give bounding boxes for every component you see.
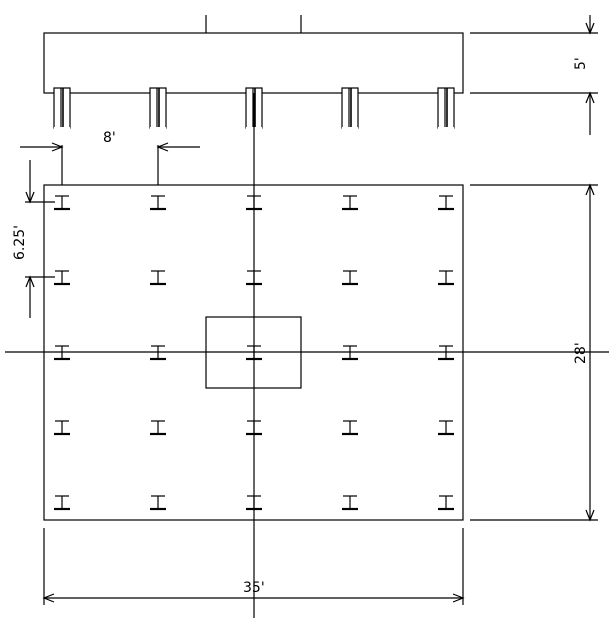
dimension-label-28ft: 28': [573, 342, 589, 364]
h-pile-section: [438, 345, 454, 361]
pile-grid: [54, 195, 454, 511]
h-pile-section: [438, 195, 454, 211]
h-pile-section: [150, 270, 166, 286]
piles-elevation: [53, 87, 455, 129]
dimension-28ft: 28': [470, 183, 598, 522]
h-pile-section: [246, 270, 262, 286]
dimension-35ft: 35': [42, 528, 465, 605]
elevation-view: [43, 15, 464, 129]
h-pile-section: [438, 495, 454, 511]
dimension-5ft: 5': [470, 15, 598, 135]
h-pile-section: [54, 195, 70, 211]
h-pile-section: [54, 345, 70, 361]
h-pile-section: [150, 345, 166, 361]
h-pile-section: [246, 495, 262, 511]
h-pile-section: [342, 345, 358, 361]
h-pile-section: [150, 195, 166, 211]
h-pile-section: [246, 195, 262, 211]
dimension-label-35ft: 35': [243, 580, 265, 596]
h-pile-section: [342, 270, 358, 286]
h-pile-section: [438, 270, 454, 286]
h-pile-section: [54, 270, 70, 286]
dimension-label-5ft: 5': [573, 57, 589, 70]
h-pile-section: [342, 495, 358, 511]
dimension-8ft: 8': [20, 130, 200, 185]
pile: [437, 87, 455, 129]
h-pile-section: [150, 420, 166, 436]
plan-view: [5, 93, 609, 618]
dimension-label-8ft: 8': [103, 130, 116, 146]
h-pile-section: [342, 420, 358, 436]
h-pile-section: [246, 345, 262, 361]
h-pile-section: [54, 420, 70, 436]
h-pile-section: [246, 420, 262, 436]
pile: [149, 87, 167, 129]
pile: [341, 87, 359, 129]
dimension-label-6-25ft: 6.25': [12, 225, 28, 260]
h-pile-section: [150, 495, 166, 511]
h-pile-section: [438, 420, 454, 436]
pile-cap-elevation: [43, 32, 464, 94]
dimension-6-25ft: 6.25': [12, 160, 55, 318]
h-pile-section: [54, 495, 70, 511]
pile: [53, 87, 71, 129]
h-pile-section: [342, 195, 358, 211]
